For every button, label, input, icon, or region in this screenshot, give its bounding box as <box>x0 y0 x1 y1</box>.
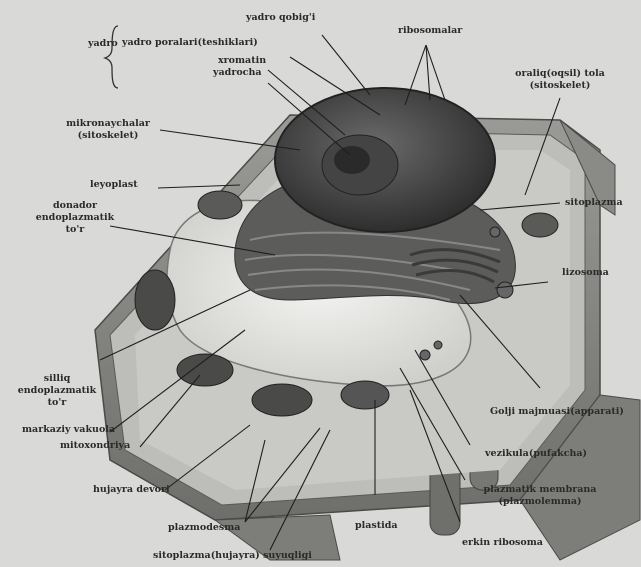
label-sitoplazma: sitoplazma <box>565 197 623 209</box>
label-hujayra-devori: hujayra devori <box>93 484 170 496</box>
label-plazmatik-membrana: plazmatik membrana (plazmolemma) <box>470 484 610 508</box>
label-plastida: plastida <box>355 520 398 532</box>
label-yadro: yadro <box>88 38 118 50</box>
label-oraliq-tola: oraliq(oqsil) tola (sitoskelet) <box>495 68 625 92</box>
nucleus-shape <box>275 88 495 232</box>
label-yadro-qobigi: yadro qobig'i <box>246 12 315 24</box>
label-erkin-ribosoma: erkin ribosoma <box>462 537 543 549</box>
label-vezikula: vezikula(pufakcha) <box>485 448 587 460</box>
label-ribosomalar: ribosomalar <box>398 25 462 37</box>
label-silliq-er: silliq endoplazmatik to'r <box>12 373 102 409</box>
label-mitoxondriya: mitoxondriya <box>60 440 130 452</box>
label-yadro-poralari: yadro poralari(teshiklari) <box>122 37 258 49</box>
label-golji: Golji majmuasi(apparati) <box>490 406 624 418</box>
label-sitoplazma-suyuqligi: sitoplazma(hujayra) suyuqligi <box>153 550 312 562</box>
label-leyoplast: leyoplast <box>90 179 138 191</box>
label-lizosoma: lizosoma <box>562 267 609 279</box>
label-plazmodesma: plazmodesma <box>168 522 240 534</box>
label-xromatin: xromatin <box>218 55 266 67</box>
label-yadrocha: yadrocha <box>213 67 262 79</box>
label-markaziy-vakuola: markaziy vakuola <box>22 424 115 436</box>
label-mikronaychalar: mikronaychalar (sitoskelet) <box>48 118 168 142</box>
label-donador-er: donador endoplazmatik to'r <box>30 200 120 236</box>
yadro-bracket <box>105 26 118 88</box>
